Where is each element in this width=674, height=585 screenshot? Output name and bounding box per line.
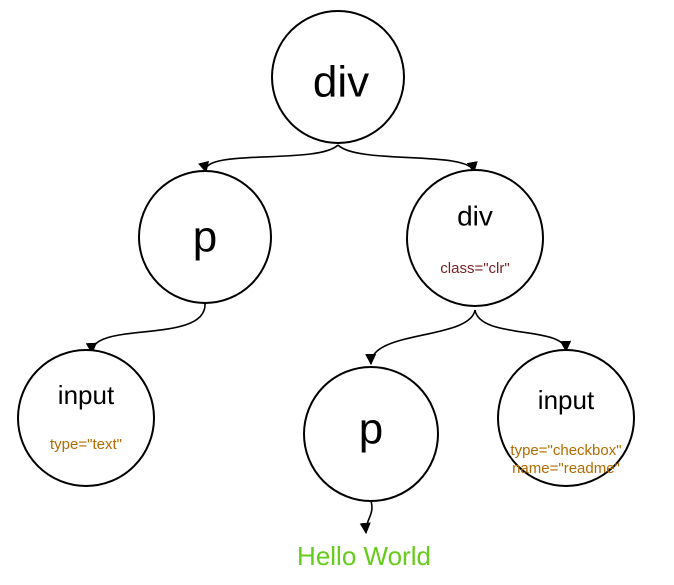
text-node-hello-world: Hello World xyxy=(297,541,431,571)
node-circle xyxy=(303,366,439,502)
node-div-right: div class="clr" xyxy=(406,169,544,307)
node-p-bottom: p xyxy=(303,366,439,502)
node-circle xyxy=(138,170,272,304)
node-tag: input xyxy=(538,385,595,415)
node-root-div: div xyxy=(271,10,405,144)
node-circle xyxy=(406,169,544,307)
edge-root-to-p xyxy=(198,144,339,174)
node-input-left: input type="text" xyxy=(17,349,155,487)
edge-p-to-input xyxy=(85,302,206,355)
node-tag: input xyxy=(58,380,115,410)
node-circle xyxy=(17,349,155,487)
node-circle xyxy=(271,10,405,144)
edge-div-to-input xyxy=(474,309,572,353)
node-attr: name="readme" xyxy=(512,460,620,477)
edge-div-to-p xyxy=(365,309,476,366)
node-attr: class="clr" xyxy=(440,260,509,277)
node-attr: type="text" xyxy=(50,436,122,453)
node-tag: p xyxy=(193,213,217,262)
node-tag: div xyxy=(457,200,493,231)
node-p-left: p xyxy=(138,170,272,304)
node-input-right: input type="checkbox" name="readme" xyxy=(497,349,635,487)
edge-p-to-text xyxy=(359,500,373,535)
node-tag: p xyxy=(359,405,383,454)
node-attr: type="checkbox" xyxy=(510,442,621,459)
edge-root-to-div xyxy=(337,144,478,174)
node-circle xyxy=(497,349,635,487)
node-tag: div xyxy=(313,58,369,107)
